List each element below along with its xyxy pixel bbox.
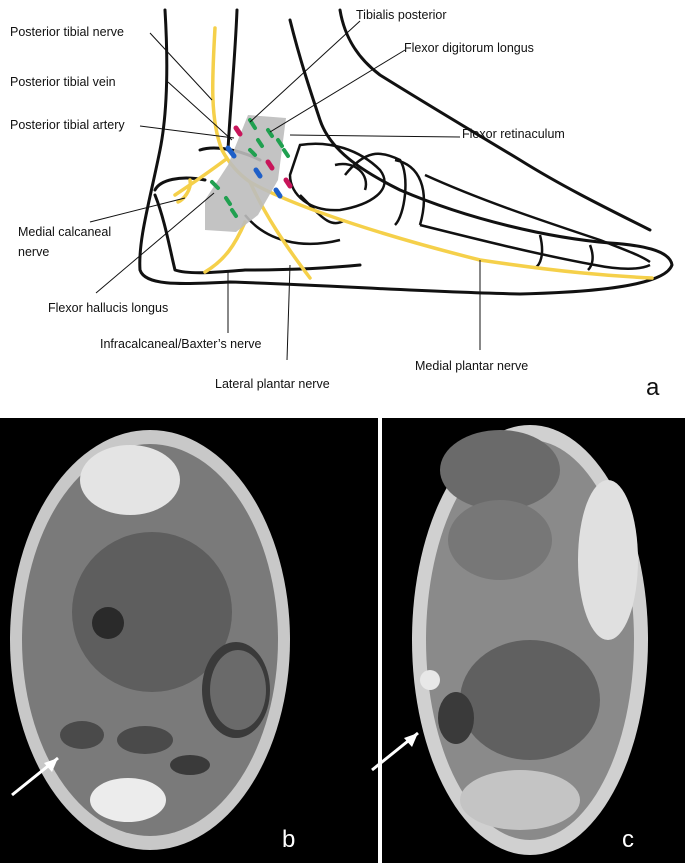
veins [225, 145, 283, 199]
panel-c: c [371, 418, 685, 863]
panel-letter-b: b [282, 826, 295, 853]
panel-a: Posterior tibial nerve Posterior tibial … [10, 8, 674, 401]
foot-bones [244, 142, 651, 271]
label-medial-calcaneal-nerve-2: nerve [18, 245, 49, 259]
label-infracalcaneal-nerve: Infracalcaneal/Baxter’s nerve [100, 337, 261, 351]
arteries [233, 125, 293, 189]
label-flexor-digitorum-longus: Flexor digitorum longus [404, 41, 534, 55]
label-posterior-tibial-nerve: Posterior tibial nerve [10, 25, 124, 39]
flexor-retinaculum [205, 115, 286, 232]
label-tibialis-posterior: Tibialis posterior [356, 8, 447, 22]
panel-letter-a: a [646, 374, 660, 401]
label-flexor-retinaculum: Flexor retinaculum [462, 127, 565, 141]
label-medial-plantar-nerve: Medial plantar nerve [415, 359, 528, 373]
label-posterior-tibial-vein: Posterior tibial vein [10, 75, 116, 89]
leader-lines [89, 20, 481, 361]
label-posterior-tibial-artery: Posterior tibial artery [10, 118, 125, 132]
panel-b: b [0, 418, 378, 863]
label-medial-calcaneal-nerve: Medial calcaneal [18, 225, 111, 239]
panel-letter-c: c [622, 826, 634, 853]
label-lateral-plantar-nerve: Lateral plantar nerve [215, 377, 330, 391]
label-flexor-hallucis-longus: Flexor hallucis longus [48, 301, 168, 315]
labels: Posterior tibial nerve Posterior tibial … [10, 8, 660, 401]
